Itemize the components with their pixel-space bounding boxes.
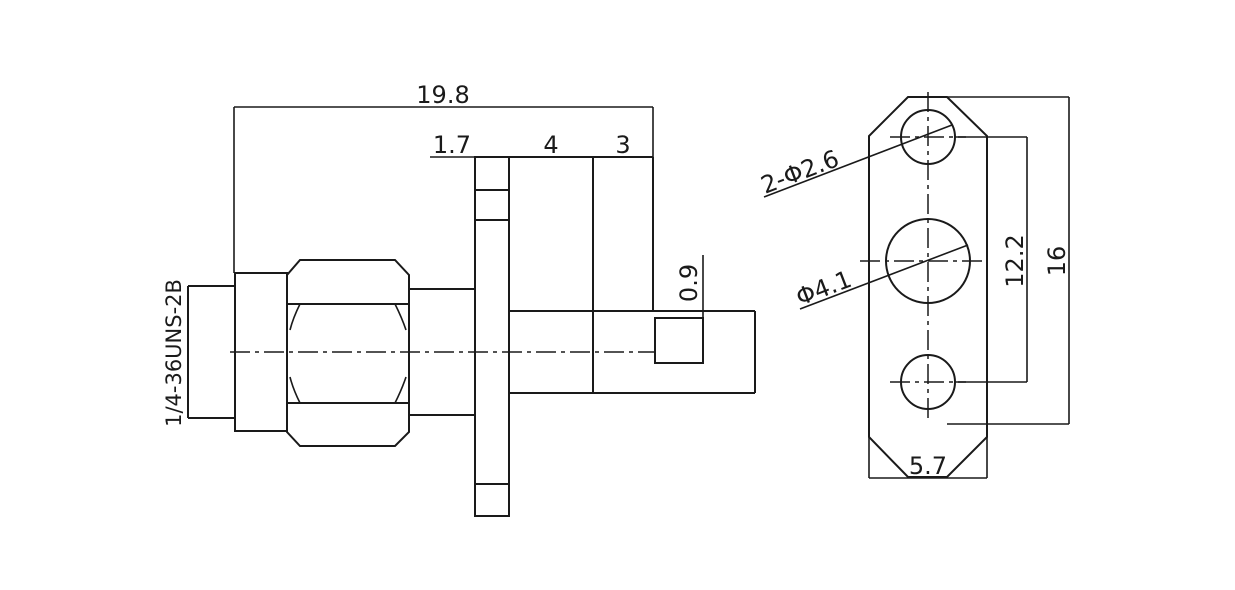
dim-pin-tip-label: 3 [615,131,630,159]
flange-plate [474,156,510,517]
side-view: 19.8 1.7 4 3 0.9 1/4-36UNS-2B [162,81,756,517]
mount-holes-label: 2-Φ2.6 [757,144,843,199]
center-bore-leader [799,244,969,310]
dim-flange-width: 5.7 [868,437,988,480]
center-bore-label: Φ4.1 [792,265,855,312]
front-view: 2-Φ2.6 Φ4.1 12.2 16 5.7 [757,92,1071,480]
dim-flange-width-label: 5.7 [909,452,947,480]
dim-overall-length: 19.8 [233,81,654,273]
flange-outline [868,96,988,478]
dim-pin-offset: 0.9 [675,255,704,363]
dim-pin-section-label: 4 [543,131,558,159]
thread-spec-label: 1/4-36UNS-2B [162,279,186,427]
dim-pin-offset-label: 0.9 [675,264,703,302]
dim-overall-length-label: 19.8 [416,81,469,109]
rear-body [509,156,756,394]
dim-flange-height: 16 [947,96,1071,425]
dim-flange-height-label: 16 [1043,246,1071,277]
dim-hole-spacing: 12.2 [955,136,1029,383]
hex-nut [286,259,410,447]
mount-holes-leader [763,124,953,198]
dim-flange-thickness-label: 1.7 [433,131,471,159]
dim-sections: 1.7 4 3 [430,131,653,159]
dim-hole-spacing-label: 12.2 [1001,234,1029,287]
